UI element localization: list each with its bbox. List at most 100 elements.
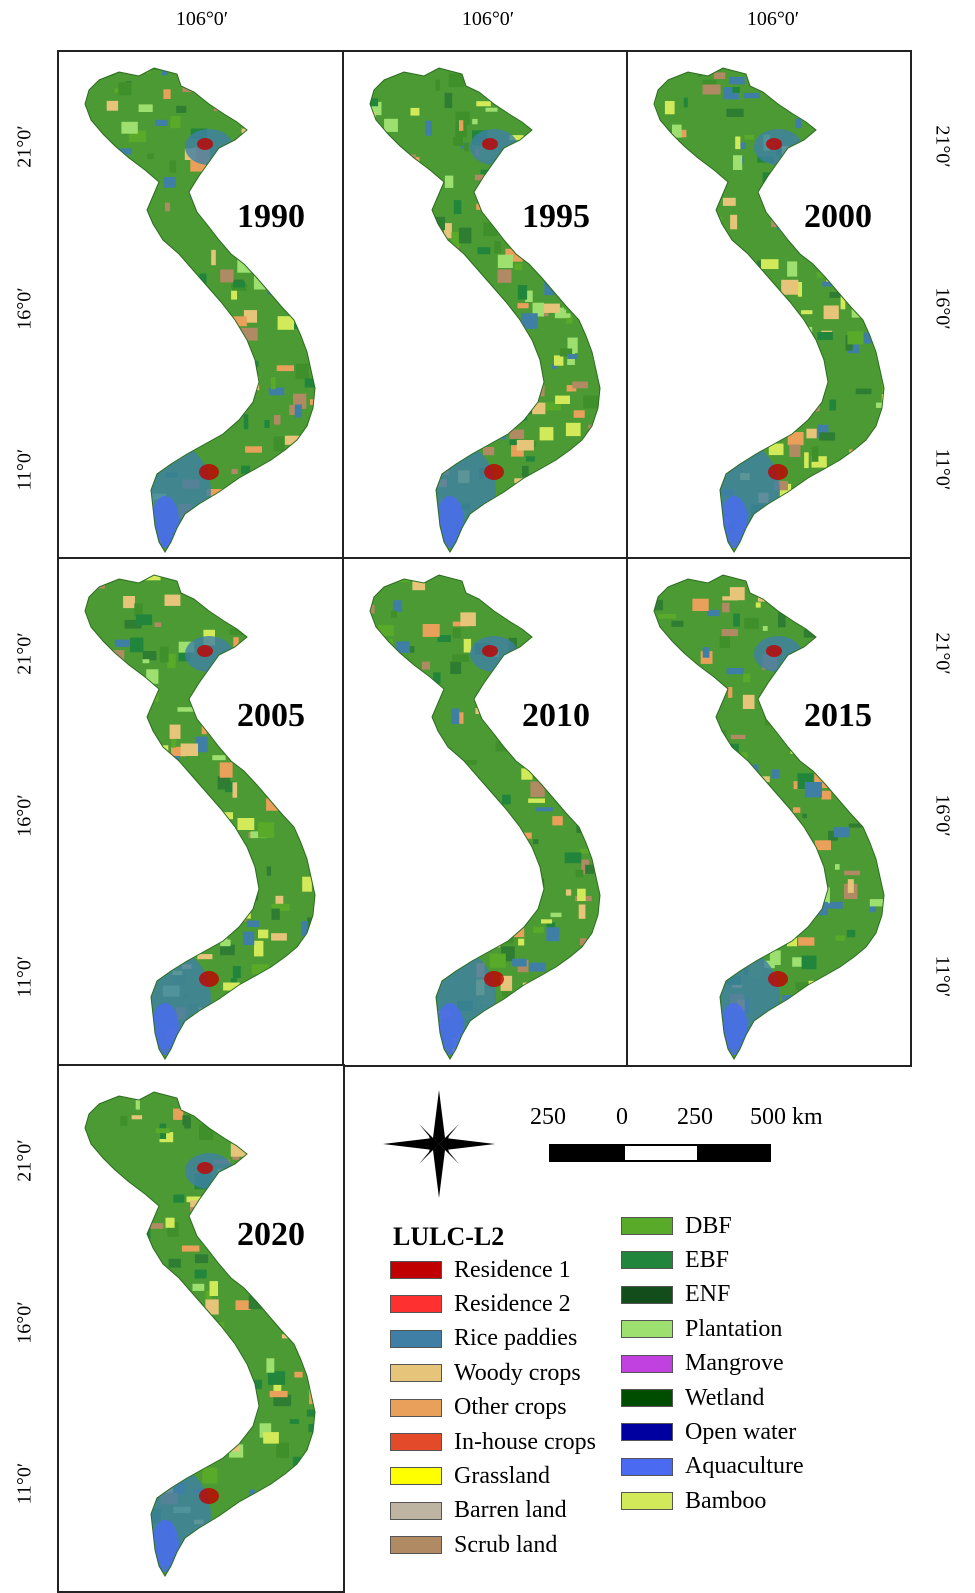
lon-label-2: 106°0′ — [461, 8, 515, 30]
legend-label: Rice paddies — [454, 1325, 578, 1352]
lat-label-right: 21°0′ — [931, 632, 954, 675]
year-label: 2015 — [804, 697, 872, 734]
lon-label-1: 106°0′ — [175, 8, 229, 30]
legend-item-scrub-land: Scrub land — [390, 1531, 557, 1559]
scale-bar-segment — [551, 1146, 625, 1160]
lat-label-left: 21°0′ — [13, 125, 36, 168]
lat-label-left: 21°0′ — [13, 1139, 36, 1182]
legend-label: Scrub land — [454, 1531, 558, 1558]
legend-item-residence-2: Residence 2 — [390, 1290, 571, 1318]
year-label: 2005 — [237, 697, 305, 734]
legend-item-plantation: Plantation — [621, 1315, 782, 1343]
legend-label: Mangrove — [685, 1350, 784, 1377]
legend-item-woody-crops: Woody crops — [390, 1359, 581, 1387]
vietnam-land-cover-map — [369, 67, 601, 553]
vietnam-land-cover-map — [653, 67, 885, 553]
legend-label: Grassland — [454, 1462, 550, 1489]
vietnam-land-cover-map — [369, 574, 601, 1060]
map-panel-2020: 2020 — [57, 1064, 345, 1593]
legend-swatch — [621, 1217, 673, 1235]
scale-bar — [549, 1144, 771, 1162]
legend-item-open-water: Open water — [621, 1418, 796, 1446]
legend-item-ebf: EBF — [621, 1246, 729, 1274]
legend-swatch — [621, 1251, 673, 1270]
year-label: 2010 — [522, 697, 590, 734]
legend-item-grassland: Grassland — [390, 1462, 550, 1490]
legend-swatch — [390, 1295, 442, 1314]
legend-item-residence-1: Residence 1 — [390, 1256, 571, 1284]
legend-label: DBF — [685, 1212, 732, 1239]
legend-item-other-crops: Other crops — [390, 1394, 567, 1422]
legend-swatch — [390, 1536, 442, 1555]
legend-label: EBF — [685, 1246, 730, 1273]
legend-title: LULC-L2 — [393, 1222, 505, 1251]
lat-label-left: 16°0′ — [13, 794, 36, 837]
legend-label: Open water — [685, 1418, 797, 1445]
legend-swatch — [621, 1320, 673, 1339]
legend-label: ENF — [685, 1281, 731, 1308]
year-label: 2020 — [237, 1216, 305, 1253]
scale-label-500km: 500 km — [750, 1104, 823, 1130]
lat-label-right: 11°0′ — [931, 955, 954, 998]
lat-label-right: 16°0′ — [931, 794, 954, 837]
legend-label: Residence 2 — [454, 1290, 571, 1317]
legend-label: Plantation — [685, 1315, 783, 1342]
scale-label-250-left: 250 — [530, 1104, 566, 1130]
legend-item-bamboo: Bamboo — [621, 1487, 766, 1515]
year-label: 1995 — [522, 198, 590, 235]
scale-label-0: 0 — [616, 1104, 628, 1130]
vietnam-land-cover-map — [84, 574, 316, 1060]
legend-item-in-house-crops: In-house crops — [390, 1428, 596, 1456]
legend-label: Wetland — [685, 1384, 765, 1411]
legend-swatch — [390, 1501, 442, 1520]
legend-label: Other crops — [454, 1394, 567, 1421]
lat-label-left: 16°0′ — [13, 287, 36, 330]
scale-bar-segment — [625, 1146, 697, 1160]
legend-item-rice-paddies: Rice paddies — [390, 1325, 577, 1353]
lat-label-right: 11°0′ — [931, 448, 954, 491]
legend-item-barren-land: Barren land — [390, 1497, 567, 1525]
map-panel-2010: 2010 — [342, 557, 629, 1067]
lat-label-left: 16°0′ — [13, 1301, 36, 1344]
legend-label: Woody crops — [454, 1359, 581, 1386]
legend-swatch — [621, 1457, 673, 1476]
lat-label-left: 11°0′ — [13, 1462, 36, 1505]
map-panel-1995: 1995 — [342, 50, 629, 560]
legend-label: Aquaculture — [685, 1453, 804, 1480]
year-label: 1990 — [237, 198, 305, 235]
legend-item-wetland: Wetland — [621, 1384, 764, 1412]
lat-label-left: 21°0′ — [13, 632, 36, 675]
legend-item-enf: ENF — [621, 1281, 730, 1309]
legend-label: Residence 1 — [454, 1256, 571, 1283]
map-panel-2015: 2015 — [626, 557, 912, 1067]
map-panel-2005: 2005 — [57, 557, 345, 1067]
legend-swatch — [621, 1492, 673, 1511]
map-panel-2000: 2000 — [626, 50, 912, 560]
vietnam-land-cover-map — [84, 1091, 316, 1577]
compass-star-icon — [383, 1090, 495, 1198]
legend-swatch — [390, 1433, 442, 1451]
legend-swatch — [621, 1285, 673, 1304]
vietnam-land-cover-map — [653, 574, 885, 1060]
lon-label-3: 106°0′ — [746, 8, 800, 30]
scale-bar-segment — [697, 1146, 769, 1160]
legend-label: Bamboo — [685, 1487, 767, 1514]
legend-swatch — [390, 1329, 442, 1348]
legend-swatch — [621, 1423, 673, 1442]
vietnam-land-cover-map — [84, 67, 316, 553]
legend-swatch — [390, 1364, 442, 1383]
map-panel-1990: 1990 — [57, 50, 345, 560]
legend-swatch — [390, 1467, 442, 1486]
year-label: 2000 — [804, 198, 872, 235]
legend-swatch — [621, 1354, 673, 1373]
legend-swatch — [390, 1398, 442, 1417]
legend-swatch — [621, 1389, 673, 1407]
legend-item-mangrove: Mangrove — [621, 1350, 784, 1378]
legend-item-aquaculture: Aquaculture — [621, 1453, 804, 1481]
lat-label-right: 21°0′ — [931, 125, 954, 168]
lat-label-right: 16°0′ — [931, 287, 954, 330]
legend-label: Barren land — [454, 1497, 567, 1524]
legend-label: In-house crops — [454, 1428, 596, 1455]
legend-swatch — [390, 1261, 442, 1279]
legend-item-dbf: DBF — [621, 1212, 732, 1240]
